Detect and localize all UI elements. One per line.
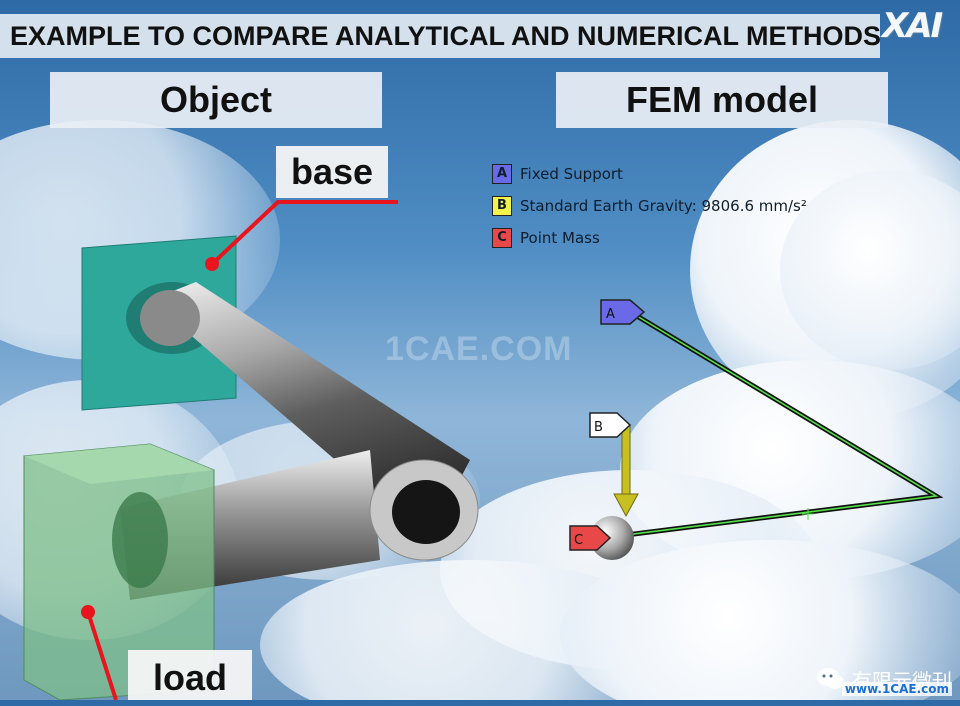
legend-key-c: C bbox=[492, 228, 512, 248]
legend-key-a: A bbox=[492, 164, 512, 184]
legend-label: Standard Earth Gravity: 9806.6 mm/s² bbox=[520, 197, 807, 215]
fem-model-heading: FEM model bbox=[556, 72, 888, 128]
svg-text:B: B bbox=[594, 420, 603, 435]
wechat-icon bbox=[817, 668, 844, 689]
fem-legend: A Fixed Support B Standard Earth Gravity… bbox=[492, 158, 807, 254]
base-callout-line bbox=[210, 200, 398, 266]
pipe-end-inner bbox=[392, 480, 460, 544]
marker-b-icon: B bbox=[589, 412, 632, 438]
point-mass-sphere bbox=[590, 516, 634, 560]
footer-watermark: 有限元微刊 www.1CAE.com bbox=[816, 664, 952, 696]
legend-key-b: B bbox=[492, 196, 512, 216]
load-callout-line bbox=[86, 611, 118, 700]
slide-title: EXAMPLE TO COMPARE ANALYTICAL AND NUMERI… bbox=[0, 14, 881, 58]
marker-a-icon: A bbox=[600, 299, 646, 325]
footer-site: www.1CAE.com bbox=[841, 682, 952, 696]
legend-item-point-mass: C Point Mass bbox=[492, 222, 807, 254]
svg-text:C: C bbox=[574, 533, 583, 548]
legend-label: Fixed Support bbox=[520, 165, 623, 183]
gravity-arrow-icon bbox=[613, 425, 639, 518]
load-callout: load bbox=[128, 650, 252, 700]
legend-item-gravity: B Standard Earth Gravity: 9806.6 mm/s² bbox=[492, 190, 807, 222]
site-watermark: 1CAE.COM bbox=[385, 330, 573, 368]
object-heading: Object bbox=[50, 72, 382, 128]
legend-item-fixed-support: A Fixed Support bbox=[492, 158, 807, 190]
marker-c-icon: C bbox=[569, 525, 612, 551]
fem-beam-model bbox=[617, 313, 944, 539]
base-callout: base bbox=[276, 146, 388, 198]
svg-text:A: A bbox=[606, 307, 615, 322]
company-logo: XAI bbox=[882, 6, 943, 46]
legend-label: Point Mass bbox=[520, 229, 600, 247]
